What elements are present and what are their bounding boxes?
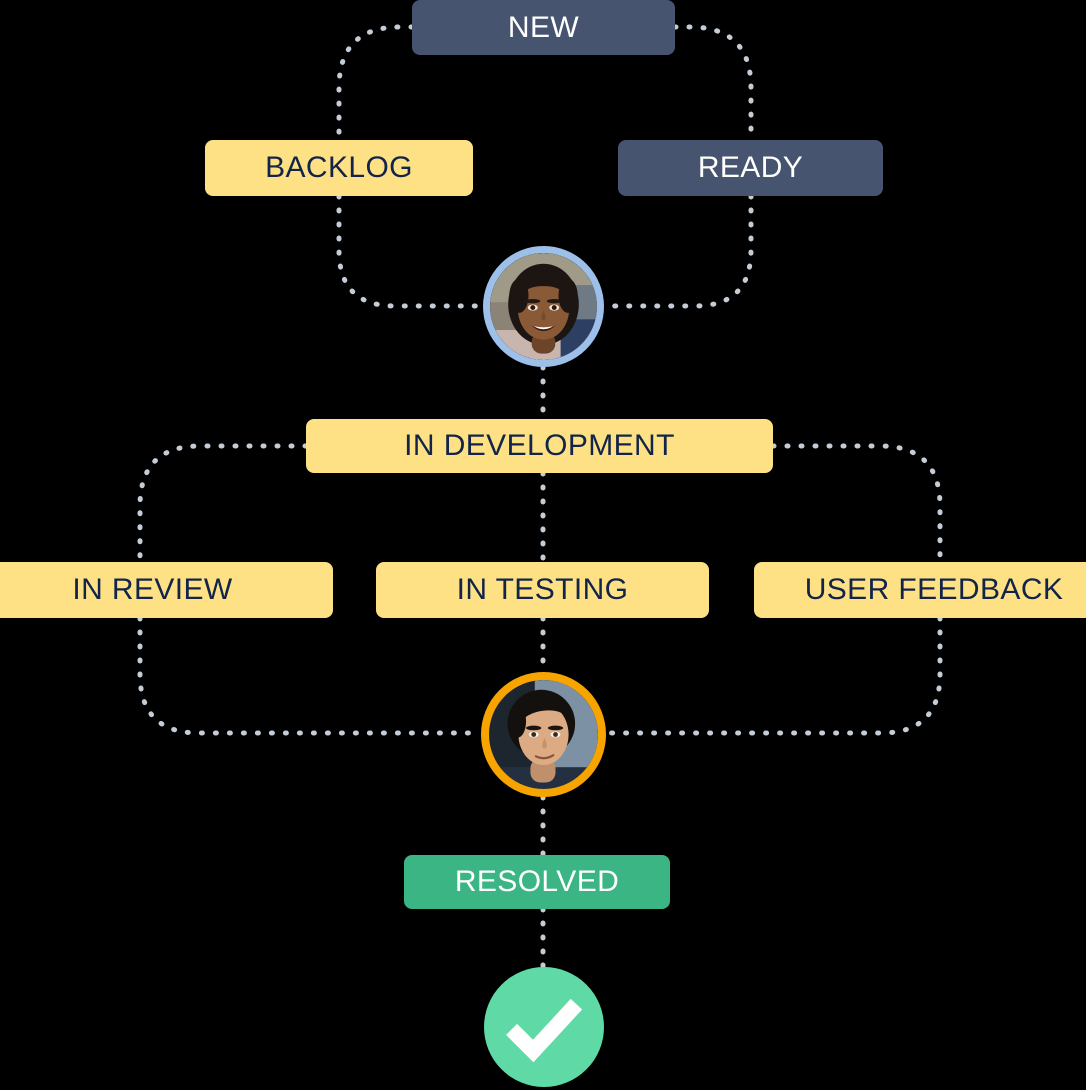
state-node-label: IN REVIEW (72, 573, 233, 606)
state-node-label: BACKLOG (265, 151, 413, 184)
avatar-photo (489, 680, 598, 789)
state-node-label: IN DEVELOPMENT (404, 429, 675, 462)
state-node-backlog[interactable]: BACKLOG (205, 140, 473, 196)
avatar-assignee-upper[interactable] (483, 246, 604, 367)
state-node-label: READY (697, 151, 804, 184)
state-node-in-review[interactable]: IN REVIEW (0, 562, 333, 618)
state-node-resolved[interactable]: RESOLVED (404, 855, 670, 909)
state-node-user-feedback[interactable]: USER FEEDBACK (754, 562, 1086, 618)
state-node-label: USER FEEDBACK (804, 573, 1064, 606)
state-node-in-testing[interactable]: IN TESTING (376, 562, 709, 618)
connector-ready-to-avatar (601, 193, 754, 309)
state-node-label: NEW (507, 10, 580, 44)
check-icon (506, 998, 583, 1063)
connector-in-review-to-avatar (137, 615, 484, 736)
state-node-in-development[interactable]: IN DEVELOPMENT (306, 419, 773, 473)
connector-user-feedback-to-avatar (603, 615, 943, 736)
avatar-photo (490, 253, 597, 360)
connector-in-development-to-in-review (137, 443, 309, 565)
state-node-label: IN TESTING (456, 573, 629, 606)
state-node-ready[interactable]: READY (618, 140, 883, 196)
avatar-assignee-lower[interactable] (481, 672, 606, 797)
state-node-new[interactable]: NEW (412, 0, 675, 55)
connector-in-development-to-user-feedback (770, 443, 943, 565)
connector-backlog-to-avatar (336, 193, 486, 309)
connector-new-to-ready (672, 24, 754, 143)
completed-check-badge[interactable] (484, 967, 604, 1087)
state-node-label: RESOLVED (454, 865, 620, 898)
connector-new-to-backlog (336, 24, 415, 143)
